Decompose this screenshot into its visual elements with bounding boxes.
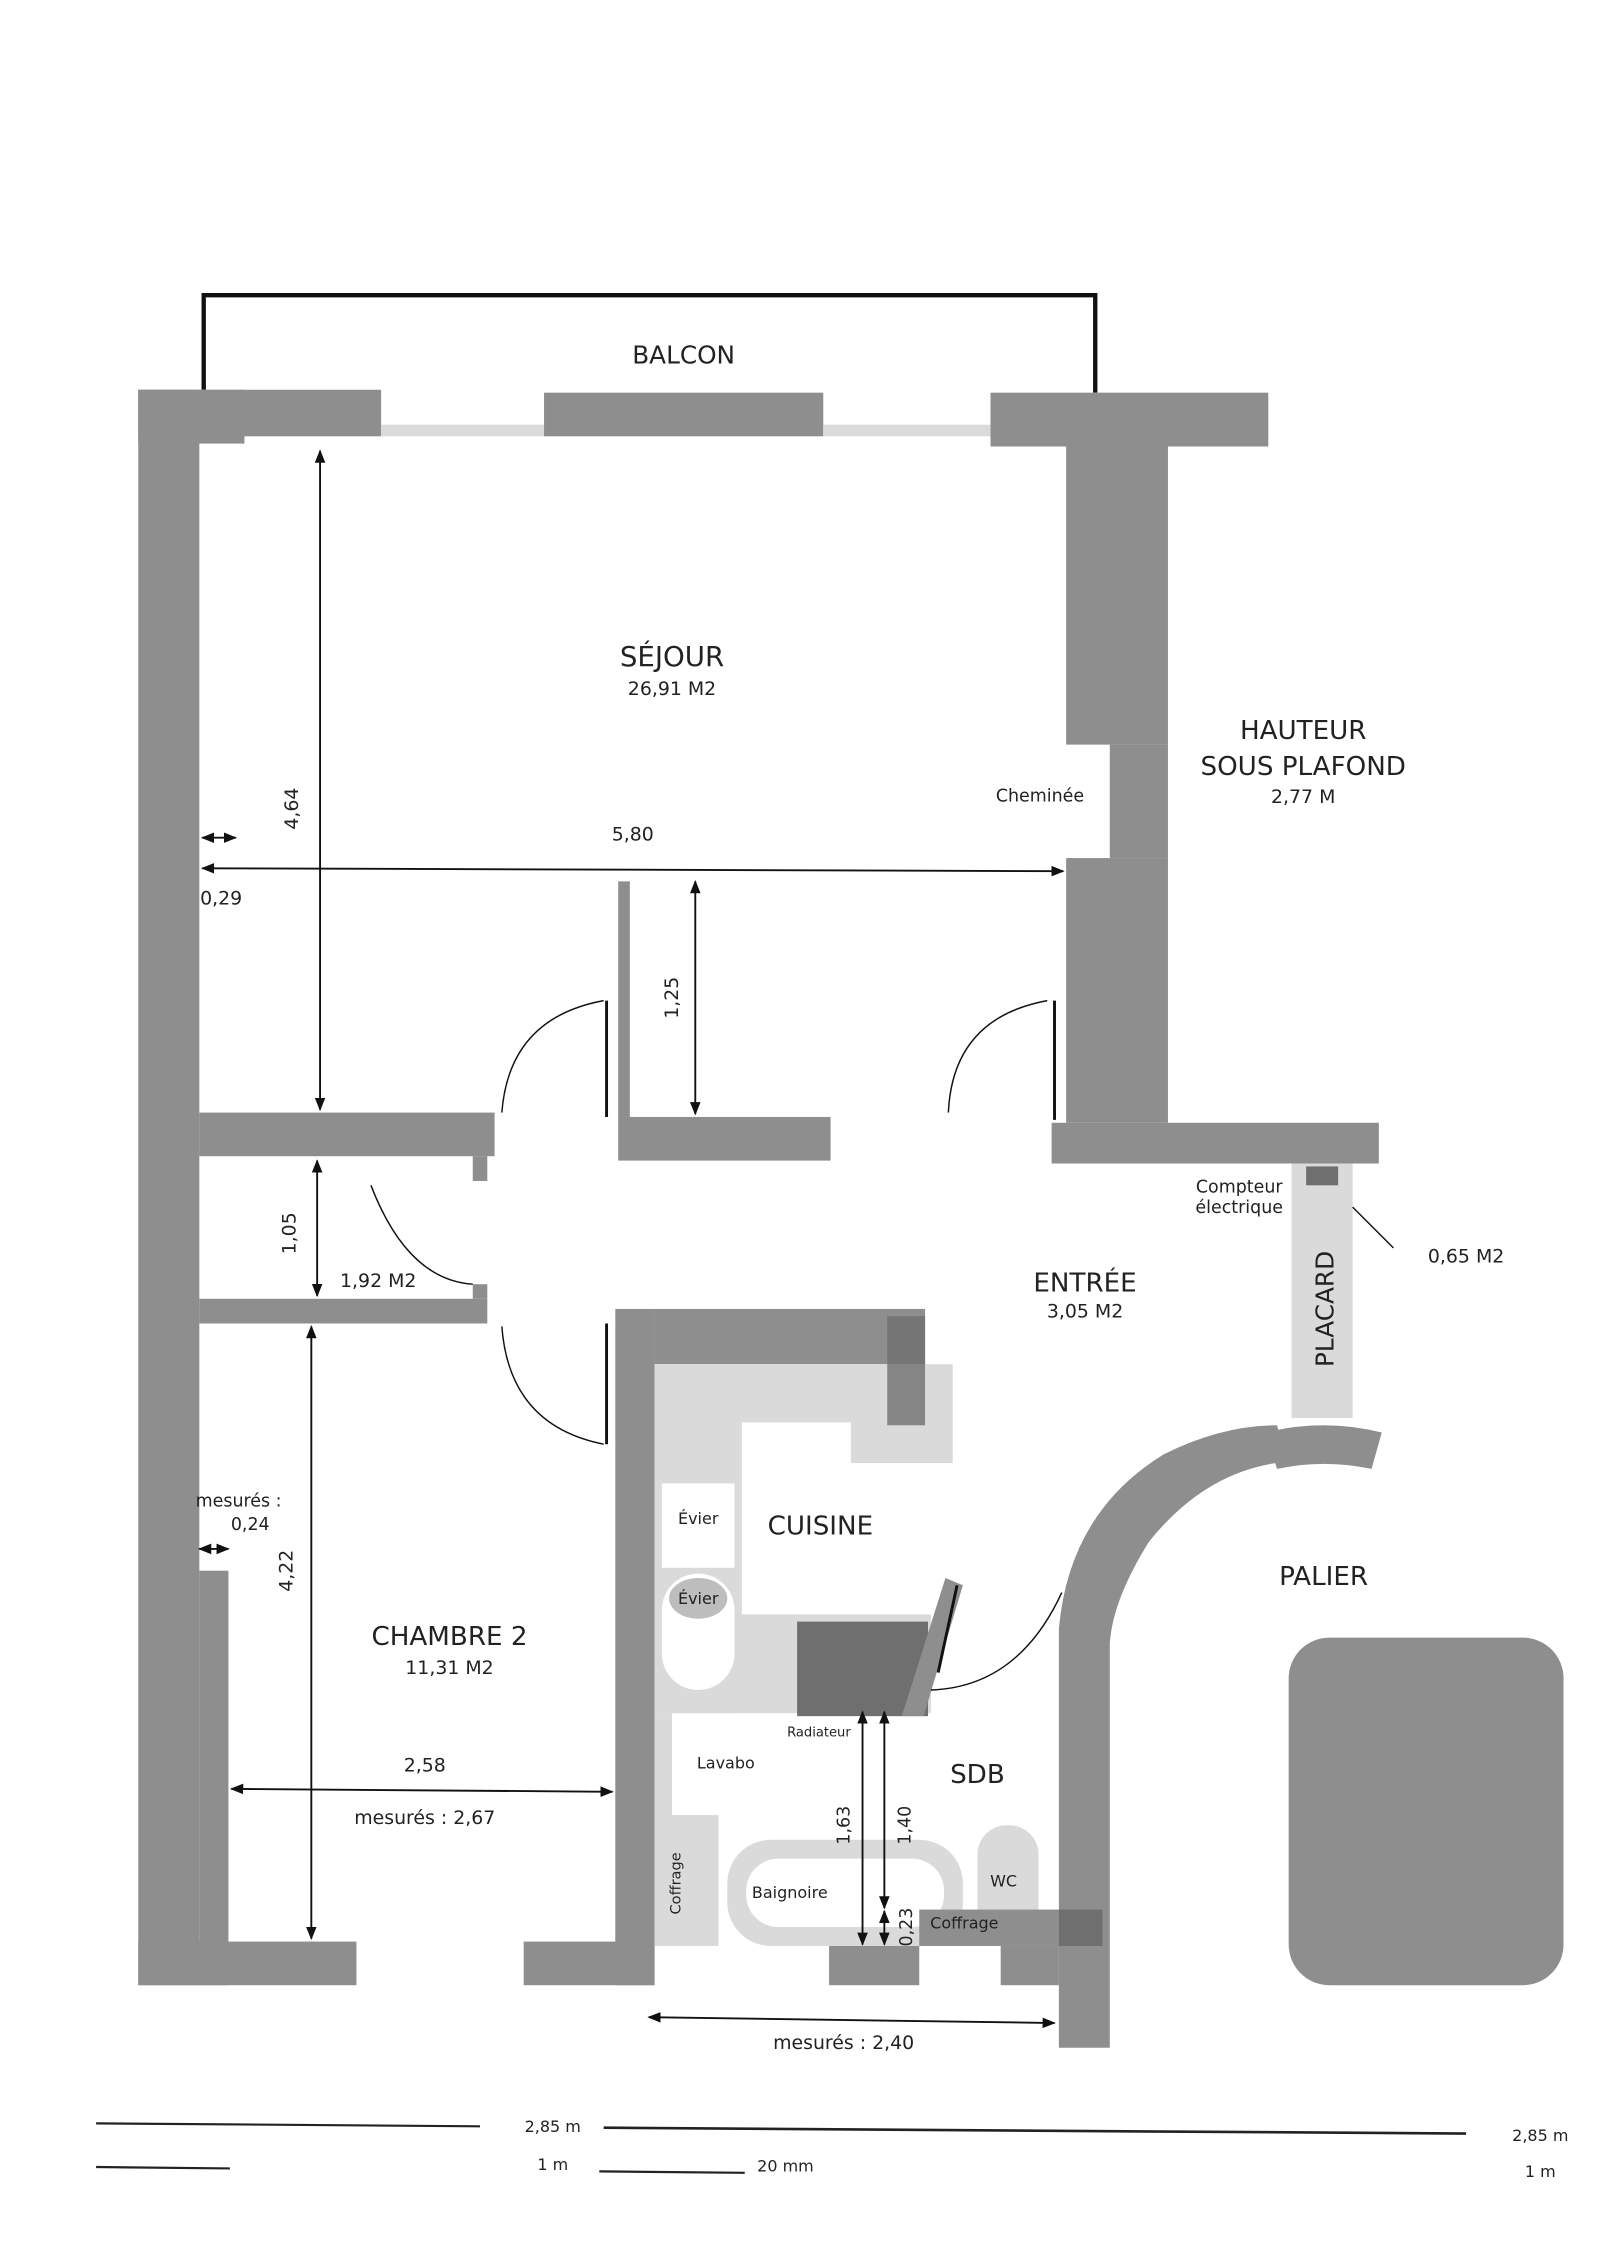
sejour-area: 26,91 M2 [628, 678, 716, 700]
cuisine-label: CUISINE [768, 1511, 874, 1541]
hauteur-line2: SOUS PLAFOND [1200, 752, 1405, 782]
scale-2-85m-right: 2,85 m [1512, 2126, 1568, 2145]
dimension-lines [198, 449, 1065, 2029]
mesures-0-24-label: mesurés : [196, 1492, 282, 1512]
sdb-label: SDB [950, 1760, 1005, 1790]
hauteur-line1: HAUTEUR [1240, 716, 1367, 746]
evier-label-1: Évier [678, 1509, 719, 1528]
coffrage-label-2: Coffrage [930, 1913, 998, 1932]
palier-stairwell [1288, 1637, 1564, 1986]
palier-label: PALIER [1279, 1562, 1368, 1592]
dim-2-58: 2,58 [404, 1754, 446, 1776]
balcony-label: BALCON [632, 341, 735, 370]
closet-area: 1,92 M2 [340, 1270, 416, 1292]
compteur-line2: électrique [1195, 1198, 1283, 1218]
chambre2-label: CHAMBRE 2 [371, 1622, 527, 1652]
balcony-outline [201, 293, 1098, 393]
dim-1-05: 1,05 [278, 1212, 300, 1254]
lavabo-label: Lavabo [697, 1754, 755, 1773]
coffrage-label-1: Coffrage [669, 1852, 685, 1914]
compteur-line1: Compteur [1196, 1178, 1284, 1198]
placard-label: PLACARD [1311, 1251, 1340, 1367]
dim-1-40: 1,40 [896, 1806, 916, 1845]
baignoire-label: Baignoire [752, 1883, 828, 1902]
dim-1-63: 1,63 [834, 1806, 854, 1845]
evier-label-2: Évier [678, 1589, 719, 1608]
cheminee-label: Cheminée [996, 786, 1084, 806]
wc-label: WC [990, 1871, 1017, 1890]
dim-0-23: 0,23 [897, 1908, 917, 1947]
room-labels: SÉJOUR 26,91 M2 HAUTEUR SOUS PLAFOND 2,7… [340, 639, 1504, 1932]
dim-5-80: 5,80 [612, 824, 654, 846]
fixtures [654, 1163, 1564, 1986]
scale-20mm: 20 mm [757, 2156, 814, 2175]
dim-4-64: 4,64 [281, 788, 303, 830]
mesures-2-67: mesurés : 2,67 [354, 1807, 495, 1829]
scale-1m-left: 1 m [537, 2155, 568, 2174]
mesures-0-24-value: 0,24 [231, 1515, 270, 1535]
scale-2-85m-left: 2,85 m [525, 2117, 581, 2136]
scale-bars: 2,85 m 2,85 m 1 m 20 mm 1 m [96, 2117, 1568, 2181]
mesures-2-40: mesurés : 2,40 [773, 2032, 914, 2054]
dim-1-25: 1,25 [661, 977, 683, 1019]
scale-1m-right: 1 m [1525, 2162, 1556, 2181]
radiateur-label: Radiateur [787, 1726, 851, 1741]
chambre2-area: 11,31 M2 [405, 1657, 493, 1679]
hauteur-value: 2,77 M [1271, 786, 1335, 808]
dimension-labels: 4,64 5,80 0,29 1,25 1,05 mesurés : 0,24 … [196, 788, 917, 2055]
dim-0-29: 0,29 [200, 888, 242, 910]
doors [370, 999, 1394, 1691]
dim-4-22: 4,22 [275, 1550, 297, 1592]
sejour-label: SÉJOUR [620, 639, 724, 673]
walls [138, 389, 1382, 2048]
entree-area: 3,05 M2 [1047, 1301, 1123, 1323]
entree-label: ENTRÉE [1033, 1266, 1136, 1298]
placard-area: 0,65 M2 [1428, 1245, 1504, 1267]
